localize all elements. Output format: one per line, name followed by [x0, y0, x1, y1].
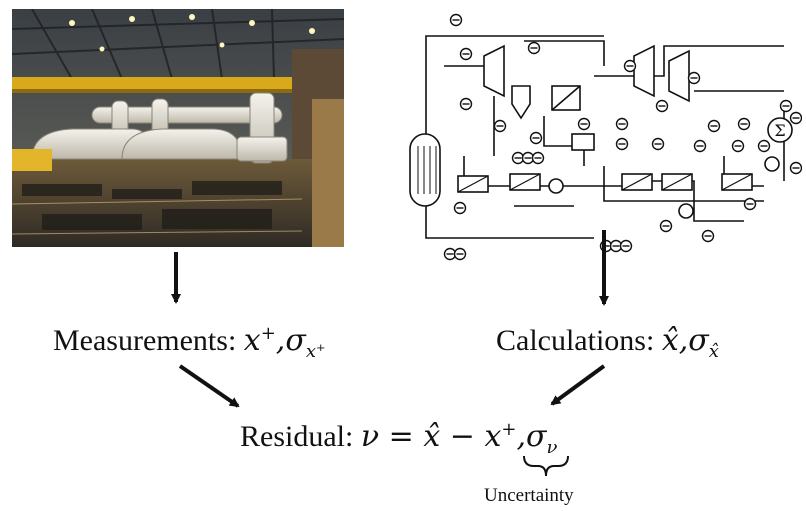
measurements-label: Measurements: x+,σx⁺: [53, 323, 326, 362]
residual-minus: −: [449, 419, 475, 454]
residual-xhat: x̂: [423, 419, 441, 454]
pump-3-icon: [764, 156, 780, 172]
residual-x: x: [484, 419, 502, 454]
turbine-lp-icon: [668, 49, 690, 103]
calculations-sigma-sub: x̂: [708, 341, 719, 362]
calculations-x: x̂,σx̂: [661, 323, 719, 362]
measurements-prefix: Measurements:: [53, 324, 237, 357]
uncertainty-label: Uncertainty: [484, 485, 574, 506]
schematic-drawing: Σ: [409, 13, 803, 261]
calculations-label: Calculations: x̂,σx̂: [496, 323, 719, 362]
residual-sigma: σ: [526, 419, 547, 454]
calculations-xhat-symbol: x̂: [661, 323, 679, 358]
turbine-ip-icon: [633, 44, 655, 98]
residual-equation: ν = x̂ − x+,σν: [360, 419, 558, 458]
residual-sigma-sub: ν: [546, 437, 558, 458]
condenser-icon: [767, 117, 793, 143]
residual-x-sup: +: [501, 419, 517, 440]
turbine-hall-illustration: [12, 9, 344, 247]
process-flow-schematic: Σ: [404, 6, 803, 264]
mixer-box-icon: [571, 133, 595, 151]
measurements-x-symbol: x: [243, 323, 261, 358]
residual-prefix: Residual:: [240, 420, 354, 453]
pump-2-icon: [678, 203, 694, 219]
measurements-to-residual-arrow: [178, 364, 240, 408]
uncertainty-brace: [523, 455, 569, 477]
calculations-to-residual-arrow: [550, 364, 606, 406]
measurements-x-sup: +: [260, 323, 276, 344]
separator-icon: [511, 85, 531, 120]
residual-equals: =: [388, 419, 414, 454]
residual-label: Residual: ν = x̂ − x+,σν: [240, 419, 558, 458]
calculations-prefix: Calculations:: [496, 324, 655, 357]
measurements-sigma-sub: x⁺: [305, 341, 326, 362]
sum-symbol: Σ: [774, 121, 785, 140]
measurements-sigma: σ: [285, 323, 306, 358]
turbine-hall-photo: [12, 9, 344, 247]
measurements-x: x+,σx⁺: [243, 323, 326, 362]
pump-1-icon: [548, 178, 564, 194]
calculations-sigma: σ: [688, 323, 709, 358]
turbine-hp-icon: [483, 44, 505, 98]
residual-nu: ν: [360, 419, 380, 454]
